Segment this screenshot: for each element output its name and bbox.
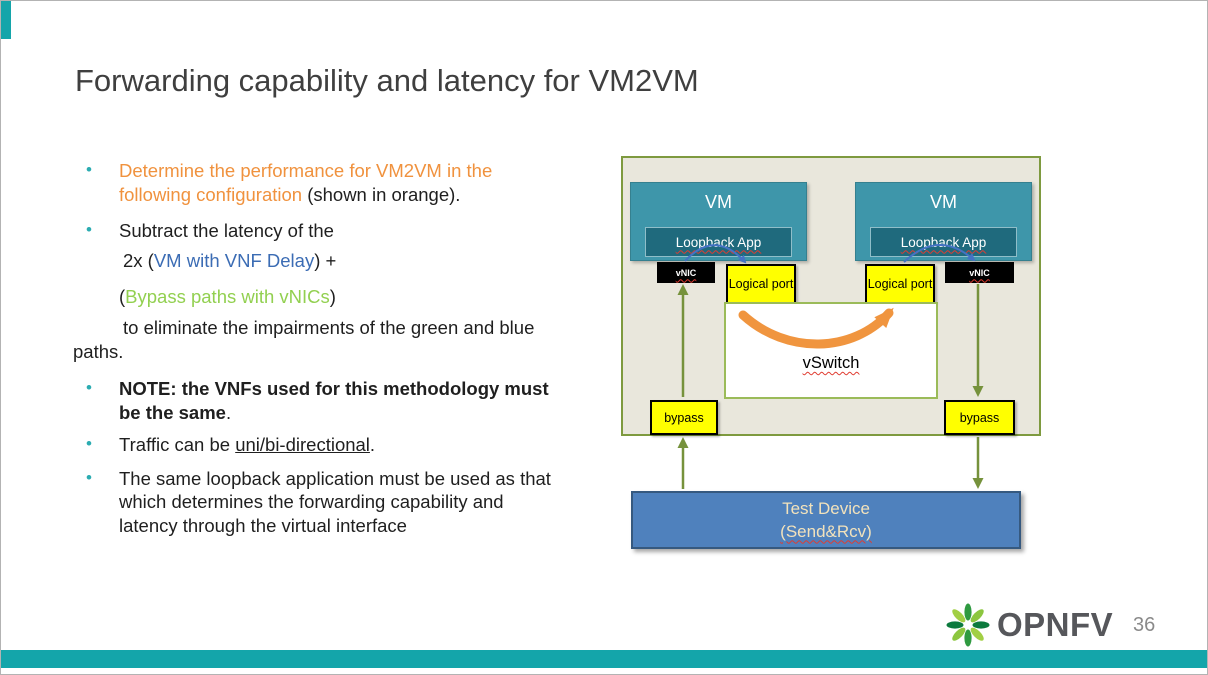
opnfv-logo-icon (946, 603, 990, 647)
bullet-marker: • (86, 467, 92, 487)
bullet-item-5: • The same loopback application must be … (73, 467, 551, 539)
bullet4-pre: Traffic can be (119, 433, 236, 455)
bullet2-intro: Subtract the latency of the (119, 219, 334, 241)
bypass-box-left: bypass (650, 400, 718, 435)
bullet4-underlined-text: uni/bi-directional (235, 433, 370, 455)
bullet2-bypass-line: (Bypass paths with vNICs) (119, 285, 551, 309)
loopback-right-label: Loopback App (900, 234, 987, 250)
vm-box-left: VM Loopback App (630, 182, 807, 261)
loopback-left-label: Loopback App (675, 234, 762, 250)
bullet-list: • Determine the performance for VM2VM in… (73, 159, 551, 538)
bullet4-post: . (369, 433, 376, 455)
formula-pre: 2x ( (123, 249, 154, 271)
bypass-close: ) (329, 286, 336, 308)
corner-accent-bar (1, 1, 11, 39)
vnic-box-left: vNIC (657, 262, 715, 283)
bullet1-rest-text: (shown in orange). (302, 183, 461, 205)
bullet1-text: Determine the performance for VM2VM in t… (119, 159, 551, 207)
bottom-accent-bar (1, 650, 1207, 668)
bullet2-conclusion: to eliminate the impairments of the gree… (73, 317, 535, 363)
bullet-marker: • (86, 433, 92, 453)
bullet-item-4: • Traffic can be uni/bi-directional. (73, 433, 551, 457)
vnic-left-label: vNIC (675, 267, 697, 278)
logical-port-left: Logical port (726, 264, 796, 304)
loopback-app-right: Loopback App (870, 227, 1017, 257)
test-device-line1: Test Device (782, 498, 870, 518)
bullet-marker: • (86, 160, 92, 179)
formula-post: ) + (314, 249, 337, 271)
diagram-container: VM Loopback App VM Loopback App vNIC vNI… (621, 156, 1041, 436)
footer-brand: OPNFV (945, 601, 1113, 649)
bypass-box-right: bypass (944, 400, 1015, 435)
vm-box-right: VM Loopback App (855, 182, 1032, 261)
bullet3-period: . (225, 401, 232, 423)
bullet5-text: The same loopback application must be us… (119, 467, 551, 537)
page-number: 36 (1133, 614, 1156, 636)
logical-port-right: Logical port (865, 264, 935, 304)
loopback-app-left: Loopback App (645, 227, 792, 257)
test-device-box: Test Device (Send&Rcv) (631, 491, 1021, 549)
vnic-right-label: vNIC (969, 267, 990, 278)
opnfv-logo-text: OPNFV (997, 606, 1114, 643)
bypass-left-label: bypass (664, 410, 704, 425)
vswitch-box: vSwitch (724, 302, 938, 399)
test-device-line2: (Send&Rcv) (633, 522, 1019, 542)
formula-blue-text: VM with VNF Delay (153, 249, 315, 271)
bullet-marker: • (86, 378, 92, 398)
bullet-marker: • (86, 219, 92, 239)
logical-port-right-label: Logical port (867, 276, 933, 291)
page-title: Forwarding capability and latency for VM… (75, 63, 699, 98)
bullet-item-2: • Subtract the latency of the (73, 219, 551, 243)
bullet1-orange-text: Determine the performance for VM2VM in t… (119, 160, 493, 205)
bullet2-formula-line: 2x (VM with VNF Delay) + (123, 249, 551, 273)
bullet-item-1: • Determine the performance for VM2VM in… (73, 159, 551, 207)
bullet3-bold-text: NOTE: the VNFs used for this methodology… (119, 378, 549, 423)
vnic-box-right: vNIC (945, 262, 1014, 283)
bypass-right-label: bypass (959, 410, 1000, 425)
bypass-green-text: Bypass paths with vNICs (125, 286, 330, 308)
test-device-sendrcv-label: (Send&Rcv) (780, 521, 872, 541)
vswitch-label-wrap: vSwitch (726, 354, 936, 373)
bullet3-text: NOTE: the VNFs used for this methodology… (119, 377, 551, 425)
bypass-open: ( (119, 286, 126, 308)
bullet-item-3: • NOTE: the VNFs used for this methodolo… (73, 377, 551, 425)
vm-right-label: VM (930, 192, 957, 212)
logical-port-left-label: Logical port (728, 276, 794, 291)
vm-left-label: VM (705, 192, 732, 212)
vswitch-label: vSwitch (802, 354, 860, 372)
bullet4-text: Traffic can be uni/bi-directional. (119, 433, 551, 457)
